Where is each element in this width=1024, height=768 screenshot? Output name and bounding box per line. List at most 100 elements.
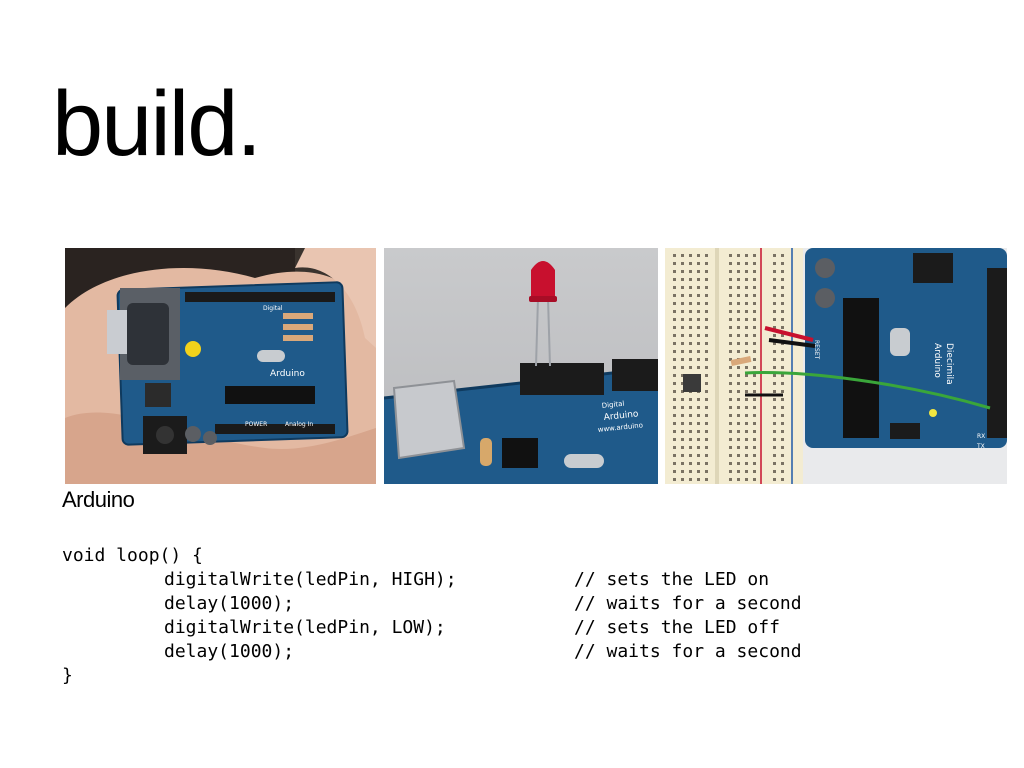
breadboard-circuit-illustration: Arduino Diecimila RESET TX RX: [665, 248, 1007, 484]
breadboard-hole: [781, 454, 784, 457]
breadboard-hole: [781, 390, 784, 393]
breadboard-hole: [705, 350, 708, 353]
code-close-line: }: [62, 665, 73, 686]
breadboard-hole: [689, 294, 692, 297]
breadboard-hole: [705, 342, 708, 345]
breadboard-hole: [745, 326, 748, 329]
breadboard-hole: [737, 318, 740, 321]
breadboard-hole: [689, 270, 692, 273]
breadboard-hole: [705, 414, 708, 417]
breadboard-hole: [737, 270, 740, 273]
image-caption: Arduino: [62, 487, 135, 512]
code-comment: // waits for a second: [574, 641, 802, 662]
breadboard-hole: [729, 406, 732, 409]
breadboard-hole: [745, 294, 748, 297]
breadboard-hole: [689, 366, 692, 369]
breadboard-hole: [681, 294, 684, 297]
breadboard-hole: [737, 398, 740, 401]
breadboard-hole: [773, 374, 776, 377]
breadboard-hole: [705, 334, 708, 337]
breadboard-hole: [689, 398, 692, 401]
breadboard-hole: [745, 462, 748, 465]
breadboard-hole: [737, 310, 740, 313]
breadboard-hole: [781, 310, 784, 313]
breadboard-hole: [729, 350, 732, 353]
breadboard-hole: [689, 262, 692, 265]
breadboard-hole: [681, 446, 684, 449]
board-digital-label: Digital: [263, 305, 283, 312]
breadboard-hole: [697, 358, 700, 361]
breadboard-hole: [737, 294, 740, 297]
breadboard-hole: [737, 278, 740, 281]
breadboard-hole: [689, 406, 692, 409]
breadboard-hole: [681, 310, 684, 313]
breadboard-hole: [745, 414, 748, 417]
board-analog-label: Analog In: [285, 421, 313, 428]
breadboard-hole: [705, 326, 708, 329]
breadboard-hole: [689, 462, 692, 465]
breadboard-hole: [737, 366, 740, 369]
breadboard-hole: [673, 262, 676, 265]
breadboard-hole: [745, 254, 748, 257]
breadboard-hole: [689, 454, 692, 457]
breadboard-hole: [753, 438, 756, 441]
breadboard-hole: [681, 286, 684, 289]
breadboard-hole: [689, 326, 692, 329]
breadboard-hole: [681, 366, 684, 369]
board-rx-label: RX: [977, 433, 985, 440]
breadboard-hole: [773, 270, 776, 273]
board-digital-label-2: Digital: [601, 400, 624, 410]
breadboard-hole: [697, 446, 700, 449]
breadboard-hole: [681, 342, 684, 345]
breadboard-hole: [745, 366, 748, 369]
breadboard-hole: [745, 478, 748, 481]
breadboard-hole: [737, 438, 740, 441]
breadboard-hole: [781, 294, 784, 297]
breadboard-hole: [705, 318, 708, 321]
breadboard-hole: [745, 446, 748, 449]
breadboard-hole: [689, 302, 692, 305]
breadboard-hole: [681, 374, 684, 377]
breadboard-hole: [773, 342, 776, 345]
breadboard-hole: [729, 390, 732, 393]
breadboard-hole: [689, 478, 692, 481]
breadboard-hole: [773, 382, 776, 385]
breadboard-hole: [737, 422, 740, 425]
breadboard-hole: [745, 390, 748, 393]
breadboard-hole: [737, 262, 740, 265]
breadboard-hole: [689, 430, 692, 433]
breadboard-hole: [673, 382, 676, 385]
breadboard-hole: [781, 254, 784, 257]
breadboard-hole: [681, 470, 684, 473]
breadboard-hole: [773, 262, 776, 265]
breadboard-hole: [697, 462, 700, 465]
breadboard-hole: [729, 454, 732, 457]
breadboard-hole: [781, 438, 784, 441]
board-model-label: Diecimila: [944, 343, 954, 385]
breadboard-hole: [729, 326, 732, 329]
breadboard-hole: [753, 454, 756, 457]
breadboard-hole: [705, 406, 708, 409]
breadboard-hole: [705, 358, 708, 361]
breadboard-hole: [681, 326, 684, 329]
arduino-in-hand-illustration: Arduino POWER Analog In Digital: [65, 248, 376, 484]
breadboard-hole: [729, 262, 732, 265]
breadboard-hole: [781, 286, 784, 289]
breadboard-hole: [697, 326, 700, 329]
breadboard-hole: [705, 262, 708, 265]
breadboard-hole: [689, 254, 692, 257]
breadboard-hole: [673, 462, 676, 465]
breadboard-hole: [697, 270, 700, 273]
breadboard-hole: [705, 294, 708, 297]
breadboard-hole: [753, 254, 756, 257]
breadboard-hole: [729, 270, 732, 273]
breadboard-hole: [673, 414, 676, 417]
breadboard-hole: [681, 478, 684, 481]
breadboard-hole: [673, 454, 676, 457]
arduino-in-hand-photo: Arduino POWER Analog In Digital: [65, 248, 376, 484]
breadboard-hole: [773, 318, 776, 321]
breadboard-hole: [745, 286, 748, 289]
breadboard-hole: [753, 326, 756, 329]
breadboard-hole: [773, 366, 776, 369]
breadboard-hole: [697, 422, 700, 425]
